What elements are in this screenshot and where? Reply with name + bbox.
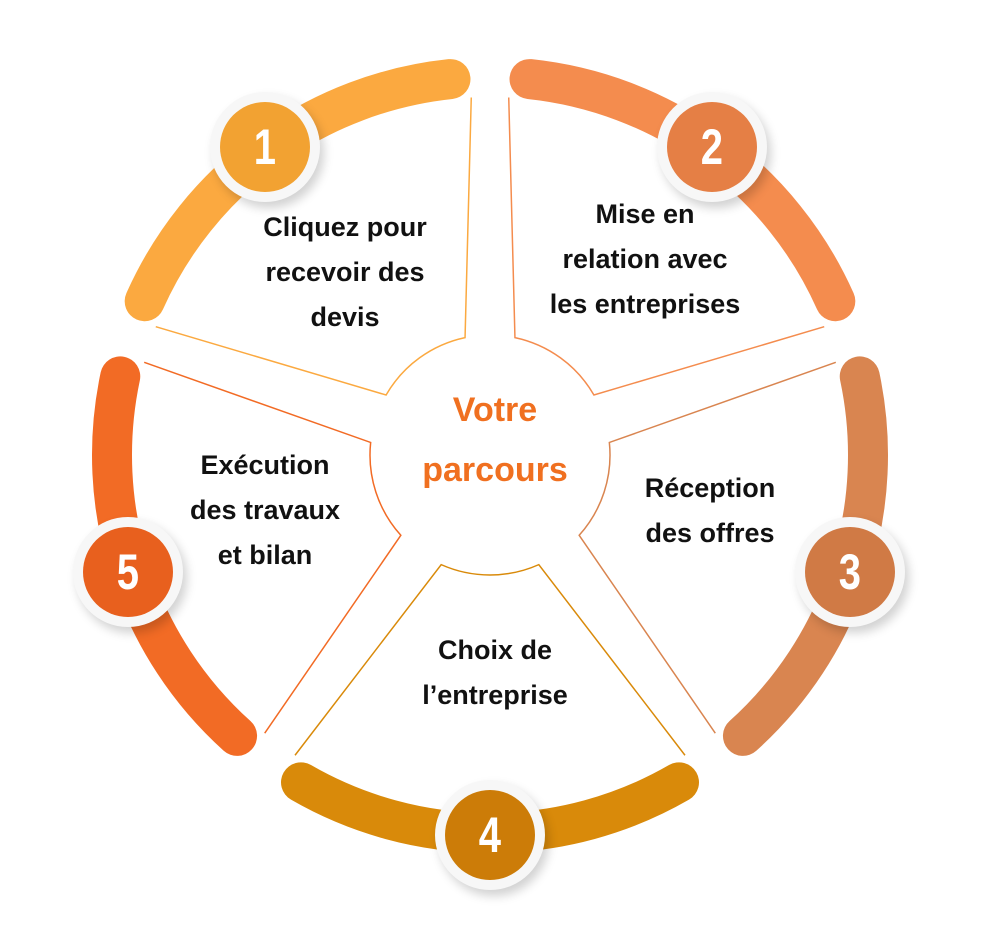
step-number: 5 <box>116 544 140 600</box>
segment-outline <box>143 361 402 734</box>
label-line: Choix de <box>437 635 552 665</box>
step-number: 3 <box>838 544 862 600</box>
label-line: devis <box>310 302 380 332</box>
segment-outline <box>578 361 837 734</box>
label-line: des travaux <box>189 495 341 525</box>
segment-outline <box>507 97 825 396</box>
step-4-label: Choix de l’entreprise <box>422 628 568 718</box>
label-line: l’entreprise <box>422 680 568 710</box>
label-line: Cliquez pour <box>263 212 427 242</box>
label-line: des offres <box>645 518 775 548</box>
segment-outline <box>294 563 686 756</box>
label-line: et bilan <box>217 540 313 570</box>
step-3-badge: 3 <box>805 527 895 617</box>
center-title: Votre parcours <box>422 380 568 500</box>
step-2-badge: 2 <box>667 102 757 192</box>
step-3-label: Réception des offres <box>645 466 776 556</box>
label-line: Exécution <box>200 450 330 480</box>
center-title-line: Votre <box>452 391 538 429</box>
segment-outline <box>155 97 473 396</box>
step-4-badge: 4 <box>445 790 535 880</box>
step-number: 2 <box>700 119 724 175</box>
center-title-line: parcours <box>422 451 568 489</box>
step-2-label: Mise en relation avec les entreprises <box>550 192 741 327</box>
label-line: Réception <box>644 473 776 503</box>
step-number: 1 <box>253 119 277 175</box>
label-line: les entreprises <box>549 289 741 319</box>
step-5-badge: 5 <box>83 527 173 617</box>
step-5-label: Exécution des travaux et bilan <box>190 443 340 578</box>
label-line: recevoir des <box>265 257 425 287</box>
label-line: relation avec <box>562 244 728 274</box>
label-line: Mise en <box>595 199 695 229</box>
step-number: 4 <box>478 807 502 863</box>
step-1-label: Cliquez pour recevoir des devis <box>263 205 427 340</box>
step-1-badge: 1 <box>220 102 310 192</box>
